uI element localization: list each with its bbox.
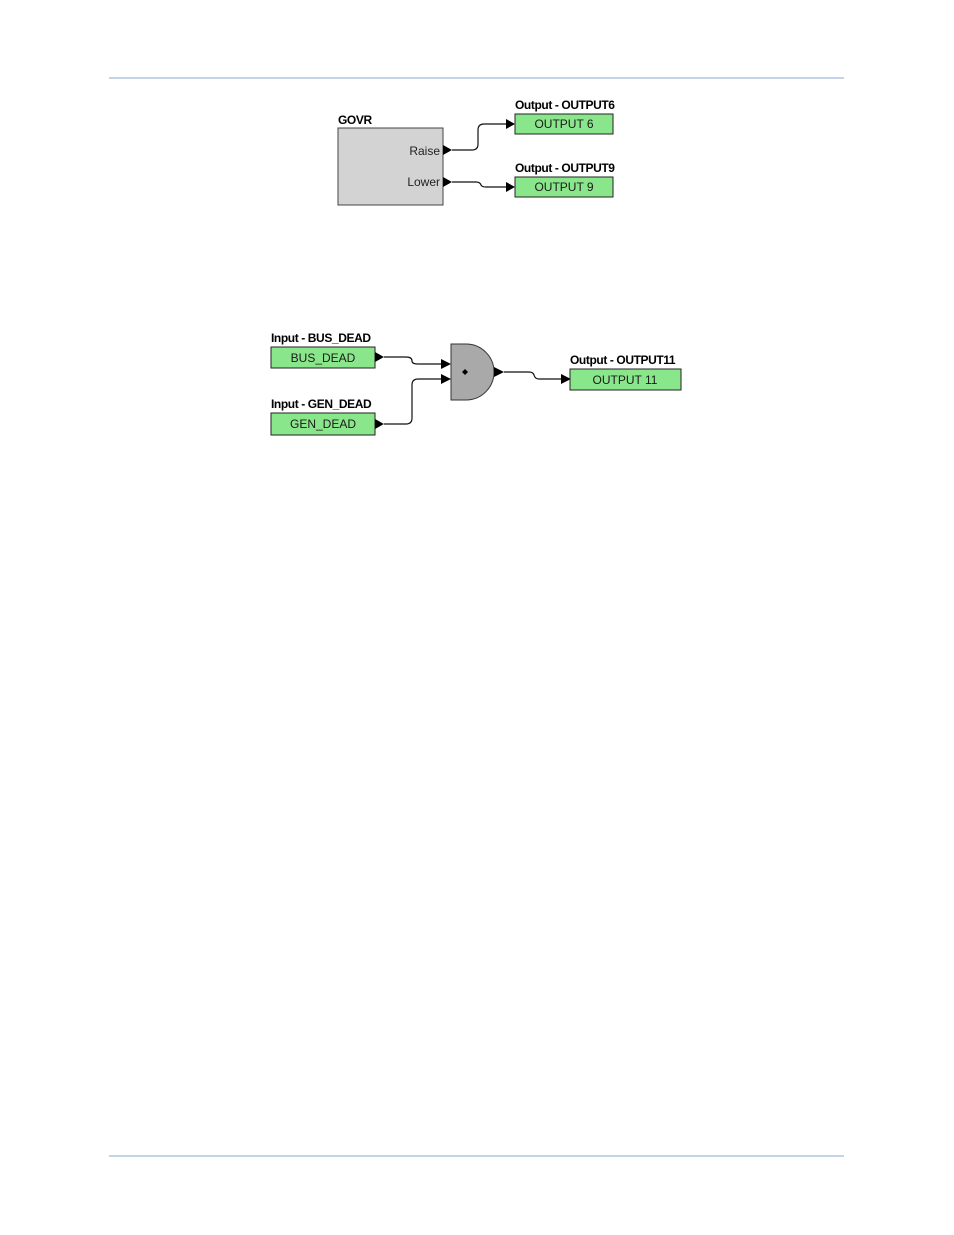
output6-title: Output - OUTPUT6 — [515, 98, 615, 112]
wire-raise-to-output6 — [452, 123, 506, 151]
wire-lower-to-output9 — [452, 181, 506, 188]
gate-input2-arrow — [441, 374, 451, 384]
govr-diagram: GOVR Raise Lower Output - OUTPUT6 OUTPUT… — [337, 98, 616, 206]
gen-dead-title: Input - GEN_DEAD — [271, 397, 372, 411]
lower-port-label: Lower — [407, 175, 440, 189]
bus-dead-title: Input - BUS_DEAD — [271, 331, 371, 345]
output11-box[interactable] — [569, 368, 682, 391]
raise-port-arrow — [443, 145, 452, 155]
wire-gate-to-output11 — [504, 371, 561, 380]
and-gate[interactable] — [450, 343, 495, 401]
gen-dead-arrow — [375, 419, 384, 429]
output9-label: OUTPUT 9 — [534, 180, 593, 194]
gate-input1-arrow — [441, 359, 451, 369]
and-gate-dot-icon — [462, 369, 468, 375]
gen-dead-label: GEN_DEAD — [290, 417, 356, 431]
output9-box[interactable] — [514, 176, 614, 198]
output6-box[interactable] — [514, 113, 614, 135]
output9-title: Output - OUTPUT9 — [515, 161, 615, 175]
gate-output-arrow — [494, 367, 504, 377]
output11-title: Output - OUTPUT11 — [570, 353, 676, 367]
header-rule — [109, 77, 844, 79]
output11-label: OUTPUT 11 — [593, 373, 658, 387]
wire-bus-dead-to-gate — [384, 356, 441, 365]
output6-label: OUTPUT 6 — [534, 117, 593, 131]
output9-arrow — [506, 182, 515, 192]
govr-title: GOVR — [338, 113, 372, 127]
lower-port-arrow — [443, 177, 452, 187]
wire-gen-dead-to-gate — [384, 378, 441, 425]
footer-rule — [109, 1155, 844, 1157]
raise-port-label: Raise — [409, 144, 440, 158]
bus-dead-label: BUS_DEAD — [291, 351, 356, 365]
output11-arrow — [561, 374, 571, 384]
bus-dead-arrow — [375, 352, 384, 362]
output6-arrow — [506, 119, 515, 129]
govr-block[interactable] — [337, 127, 444, 206]
and-diagram: Input - BUS_DEAD BUS_DEAD Input - GEN_DE… — [270, 331, 682, 436]
